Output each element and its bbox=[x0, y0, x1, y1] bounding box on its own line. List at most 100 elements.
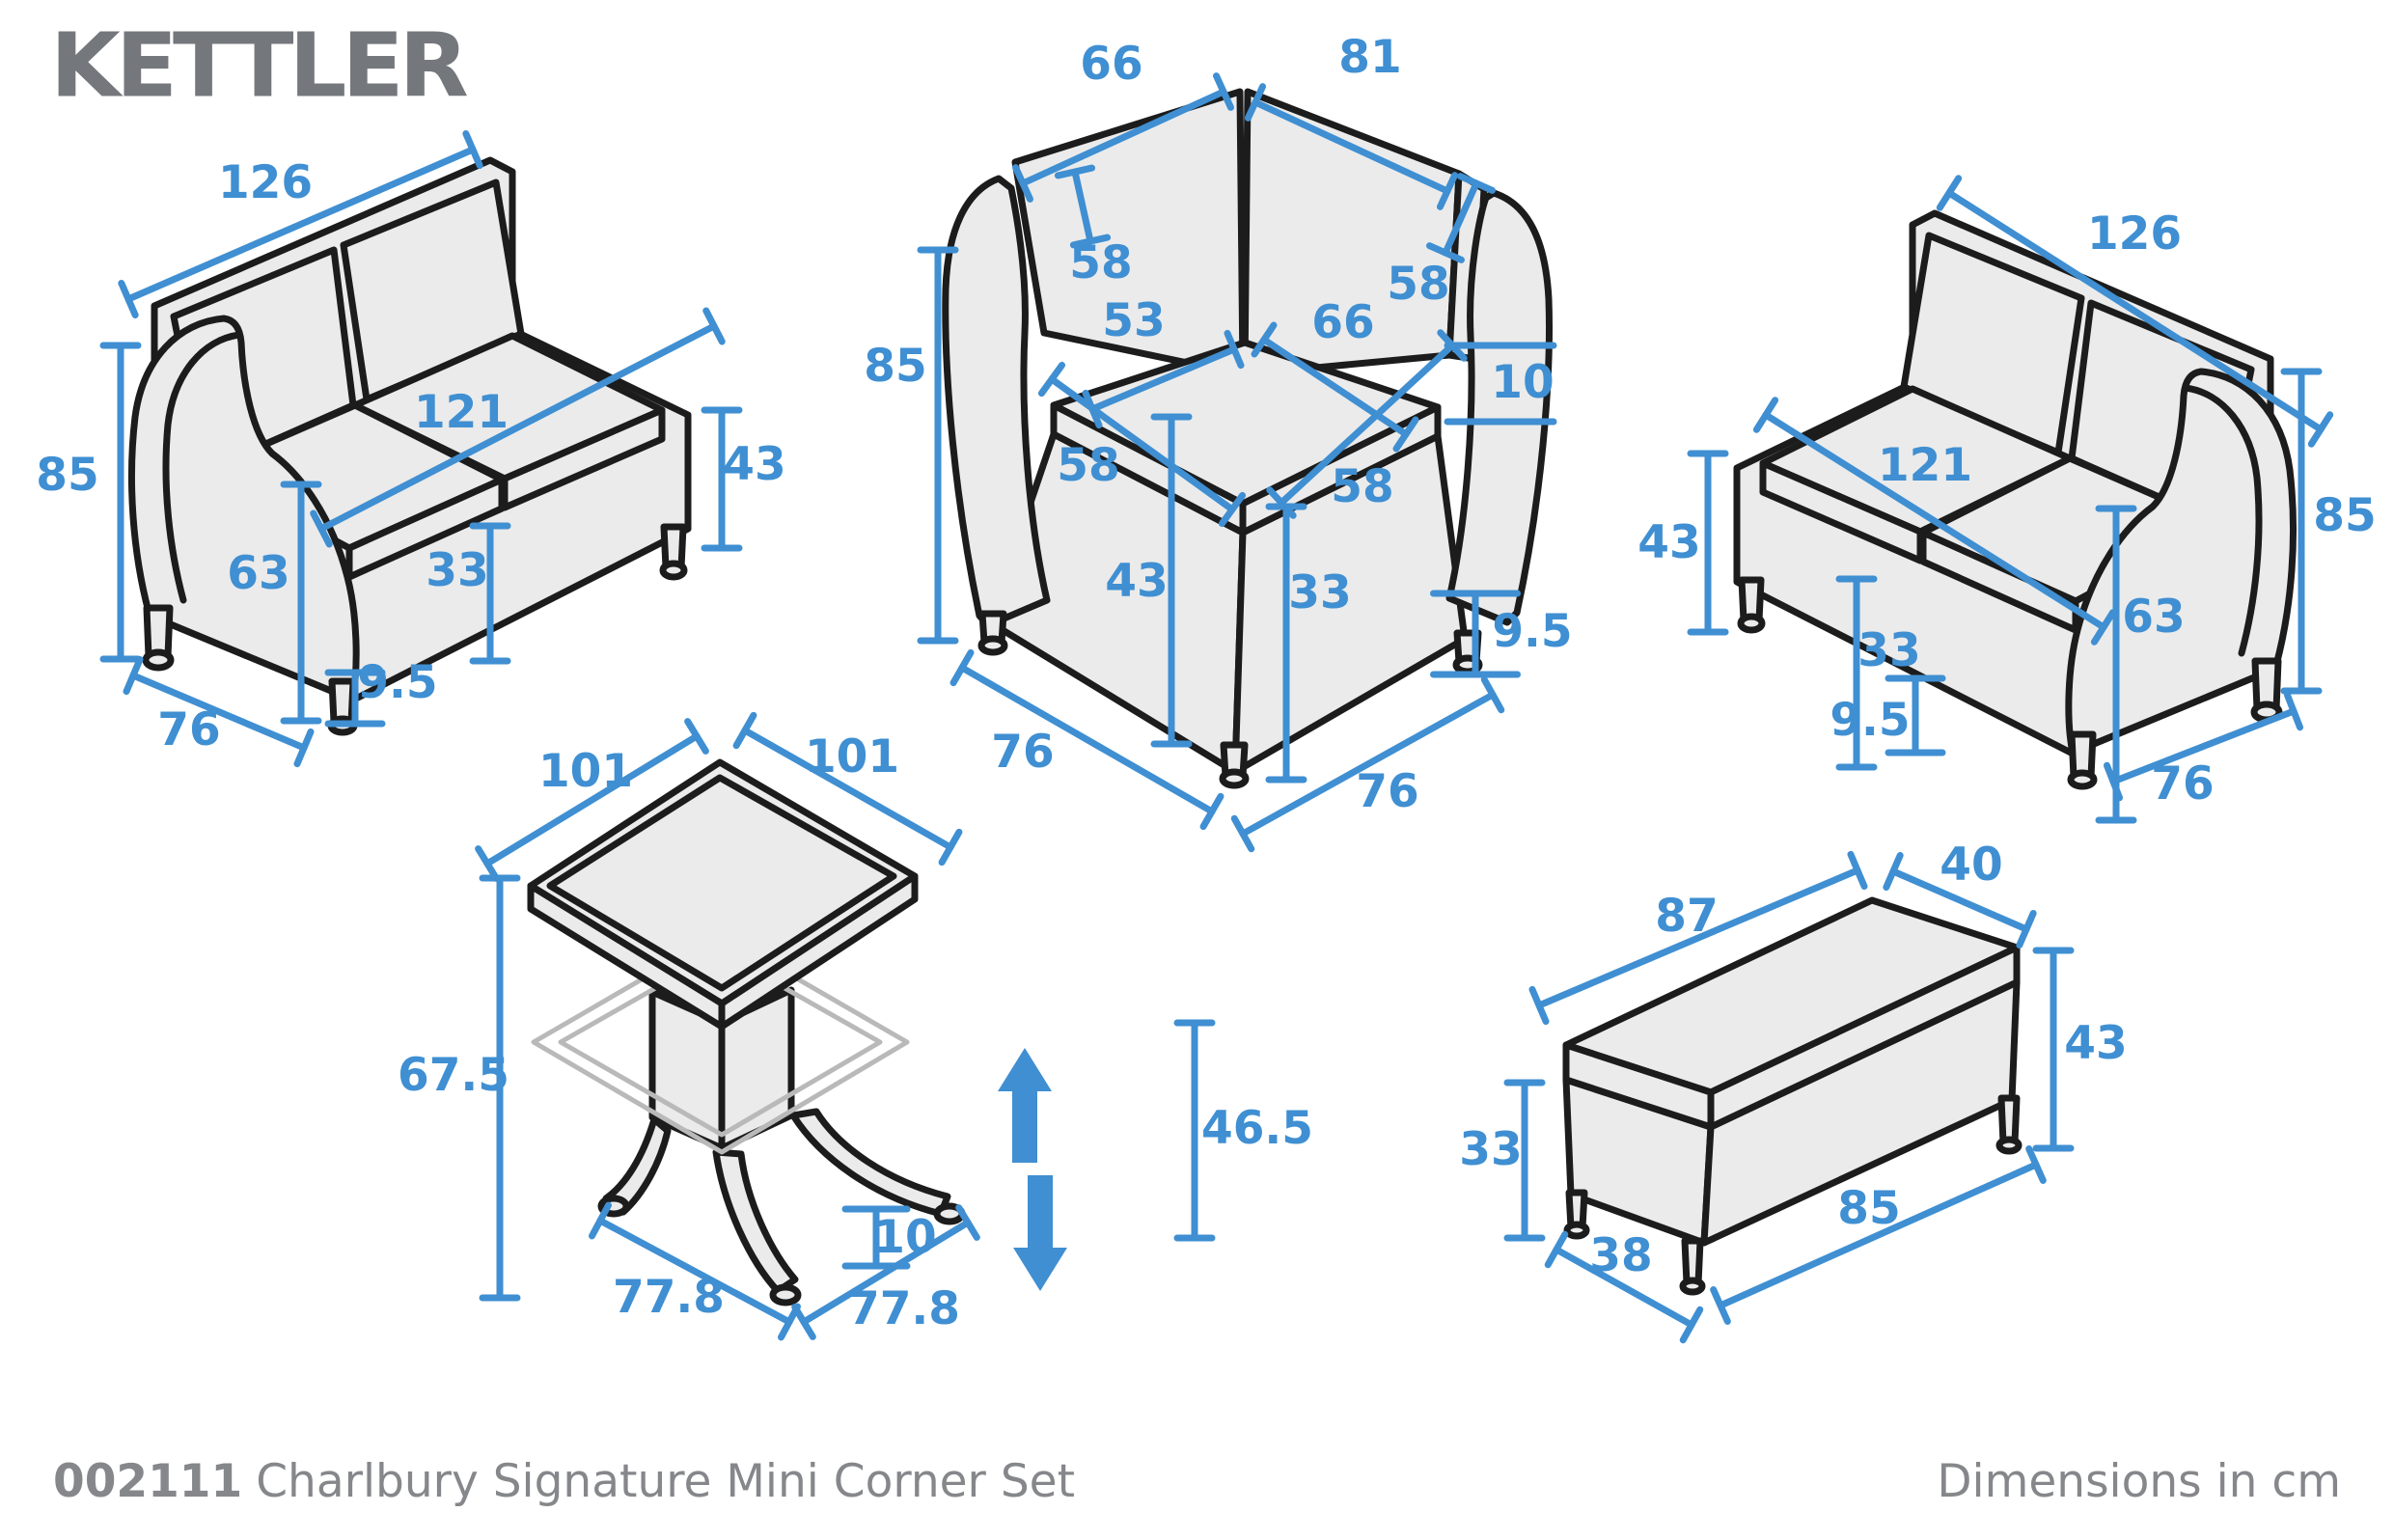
dim-corner-back-left-width: 66 bbox=[1080, 38, 1142, 91]
dim-corner-depth-left: 76 bbox=[991, 726, 1054, 779]
product-name: Charlbury Signature Mini Corner Set bbox=[256, 1455, 1075, 1508]
dim-left-sofa-cushion-height: 33 bbox=[426, 544, 488, 597]
dim-left-sofa-arm-height: 63 bbox=[227, 547, 289, 600]
dimension-tick bbox=[1244, 83, 1267, 122]
dimension-tick bbox=[1054, 164, 1096, 179]
dimension-tick bbox=[293, 728, 315, 768]
dim-corner-back-right-width: 81 bbox=[1338, 31, 1401, 84]
dim-corner-seat-front-right: 58 bbox=[1331, 460, 1393, 513]
dim-right-sofa-leg-height: 9.5 bbox=[1830, 694, 1910, 747]
right-arm-sofa-dimensions: 126 121 43 33 63 85 9.5 76 bbox=[1637, 175, 2377, 824]
dimension-tick bbox=[2103, 761, 2124, 802]
dim-left-sofa-seat-width: 121 bbox=[414, 386, 509, 439]
dimension-tick bbox=[955, 1204, 980, 1241]
dim-table-height-max: 67.5 bbox=[398, 1049, 509, 1102]
dim-left-sofa-leg-height: 9.5 bbox=[357, 656, 437, 709]
kettler-logo: KETTLER bbox=[50, 14, 469, 118]
dimension-tick bbox=[1544, 1230, 1569, 1269]
dim-left-sofa-height: 85 bbox=[36, 449, 98, 502]
left-arm-sofa-dimensions: 126 85 121 63 33 43 9.5 76 bbox=[36, 129, 786, 768]
dimension-tick bbox=[1251, 321, 1278, 358]
corner-chair-dimensions: 66 81 58 58 53 66 85 10 58 58 43 33 9.5 … bbox=[864, 31, 1573, 853]
dimension-tick bbox=[589, 1201, 612, 1240]
dimension-tick bbox=[310, 509, 333, 548]
dimension-tick bbox=[123, 655, 144, 696]
dimension-tick bbox=[1218, 491, 1247, 528]
dim-bench-height: 43 bbox=[2064, 1017, 2127, 1070]
dimension-tick bbox=[462, 129, 483, 170]
dimension-tick bbox=[1437, 329, 1468, 362]
dimension-tick bbox=[684, 718, 709, 755]
dimension-tick bbox=[1213, 72, 1234, 111]
dimension-tick bbox=[1230, 814, 1255, 853]
dimension-tick bbox=[702, 307, 726, 345]
dimension-tick bbox=[1528, 985, 1550, 1026]
dimension-tick bbox=[1457, 173, 1496, 194]
dim-corner-seat-left-depth: 53 bbox=[1102, 294, 1165, 347]
dim-right-sofa-height: 85 bbox=[2313, 489, 2376, 542]
dim-corner-seat-height: 43 bbox=[1105, 555, 1168, 608]
dimension-tick bbox=[2283, 691, 2304, 731]
right-arm-sofa-drawing bbox=[1733, 209, 2297, 790]
dim-right-sofa-arm-height: 63 bbox=[2122, 591, 2185, 644]
product-code: 002111 bbox=[53, 1455, 243, 1508]
dim-right-sofa-width: 126 bbox=[2087, 207, 2182, 261]
dim-table-base-width-left: 77.8 bbox=[613, 1271, 725, 1324]
dimension-tick bbox=[732, 711, 757, 750]
dim-right-sofa-seat-height: 43 bbox=[1637, 516, 1700, 569]
dim-table-top-width-left: 101 bbox=[538, 745, 633, 798]
dimension-tick bbox=[1199, 792, 1225, 831]
dim-left-sofa-depth: 76 bbox=[157, 703, 220, 756]
dim-bench-top-width: 40 bbox=[1940, 839, 2002, 892]
dim-table-top-width-right: 101 bbox=[805, 730, 899, 784]
dimension-tick bbox=[1266, 486, 1297, 519]
dimension-tick bbox=[1883, 851, 1904, 892]
adjustable-table-drawing bbox=[527, 758, 1067, 1306]
dimension-tick bbox=[2307, 411, 2334, 448]
dimension-tick bbox=[118, 279, 139, 319]
dim-bench-base-length: 85 bbox=[1837, 1182, 1900, 1235]
dimension-tick bbox=[1037, 361, 1066, 398]
dimension-tick bbox=[1069, 234, 1112, 249]
dim-corner-seat-right-depth: 66 bbox=[1311, 296, 1374, 349]
dim-table-adjust-step: 10 bbox=[873, 1211, 936, 1264]
left-arm-sofa-drawing bbox=[128, 156, 692, 736]
dimension-tick bbox=[1936, 175, 1963, 211]
dimension-tick bbox=[1392, 416, 1419, 453]
dim-left-sofa-width: 126 bbox=[218, 156, 313, 209]
dim-corner-seat-front-left: 58 bbox=[1057, 439, 1119, 492]
dim-corner-leg-height: 9.5 bbox=[1492, 605, 1572, 658]
dimension-tick bbox=[2090, 609, 2117, 646]
dimension-tick bbox=[2016, 909, 2037, 949]
dim-bench-top-length: 87 bbox=[1655, 890, 1718, 943]
dim-right-sofa-cushion-height: 33 bbox=[1857, 624, 1920, 677]
dimension-tick bbox=[1436, 172, 1459, 210]
dimension-tick bbox=[1752, 397, 1779, 433]
dim-corner-cushion-height: 33 bbox=[1288, 566, 1351, 619]
dim-bench-base-width: 38 bbox=[1589, 1229, 1652, 1282]
dimension-tick bbox=[1012, 164, 1033, 203]
dimension-tick bbox=[1480, 675, 1505, 714]
dimension-tick bbox=[949, 648, 975, 687]
dimension-tick bbox=[938, 828, 963, 866]
dim-corner-back-right-height: 58 bbox=[1387, 258, 1449, 311]
dimension-tick bbox=[791, 1304, 816, 1340]
dimension-tick bbox=[1847, 850, 1868, 891]
units-note: Dimensions in cm bbox=[1937, 1455, 2341, 1508]
corner-chair-drawing bbox=[942, 88, 1553, 789]
dimension-tick bbox=[1082, 389, 1103, 429]
dim-corner-cushion-thickness: 10 bbox=[1491, 356, 1554, 409]
dimension-tick bbox=[1224, 329, 1245, 370]
dimension-tick bbox=[1710, 1286, 1731, 1325]
dim-table-base-width-right: 77.8 bbox=[848, 1282, 960, 1335]
dim-left-sofa-seat-height: 43 bbox=[723, 438, 785, 491]
dimension-tick bbox=[2025, 1145, 2047, 1184]
dim-right-sofa-depth: 76 bbox=[2151, 757, 2214, 811]
dim-corner-depth-right: 76 bbox=[1356, 765, 1418, 818]
dim-table-height-min: 46.5 bbox=[1201, 1102, 1313, 1155]
dim-right-sofa-seat-width: 121 bbox=[1878, 439, 1972, 492]
dim-bench-cushion-height: 33 bbox=[1459, 1123, 1522, 1176]
